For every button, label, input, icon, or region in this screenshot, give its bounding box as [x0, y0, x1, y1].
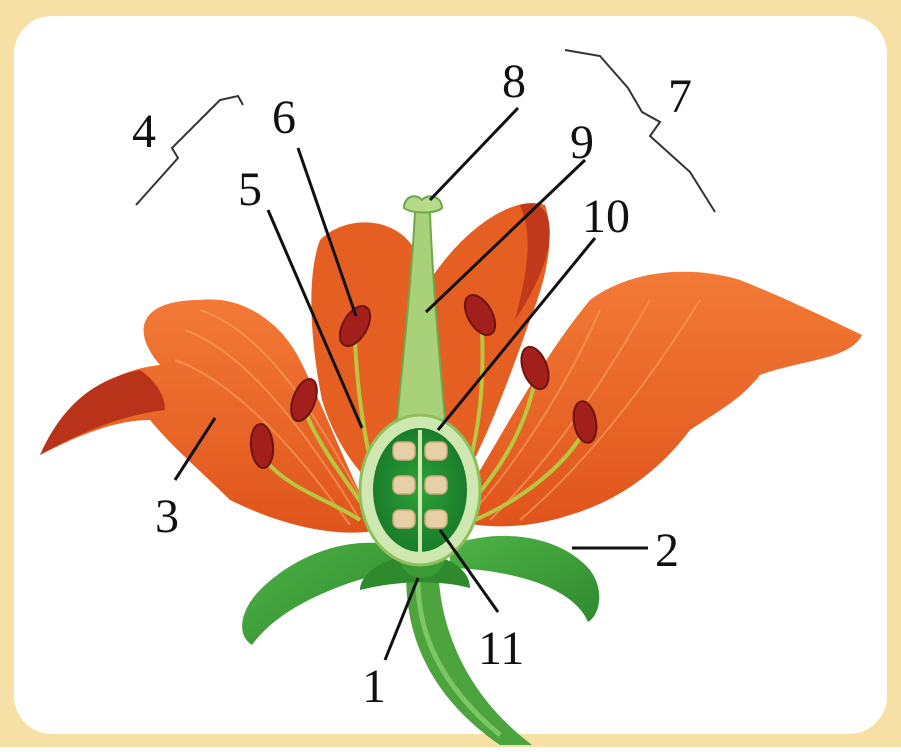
label-1: 1 — [362, 660, 386, 713]
label-6: 6 — [272, 91, 296, 144]
stigma — [404, 196, 442, 212]
label-8: 8 — [502, 55, 526, 108]
label-4: 4 — [132, 105, 156, 158]
label-5: 5 — [238, 163, 262, 216]
label-10: 10 — [582, 190, 630, 243]
label-3: 3 — [155, 490, 179, 543]
label-11: 11 — [478, 622, 524, 675]
label-9: 9 — [570, 116, 594, 169]
label-7: 7 — [668, 70, 692, 123]
label-2: 2 — [655, 524, 679, 577]
